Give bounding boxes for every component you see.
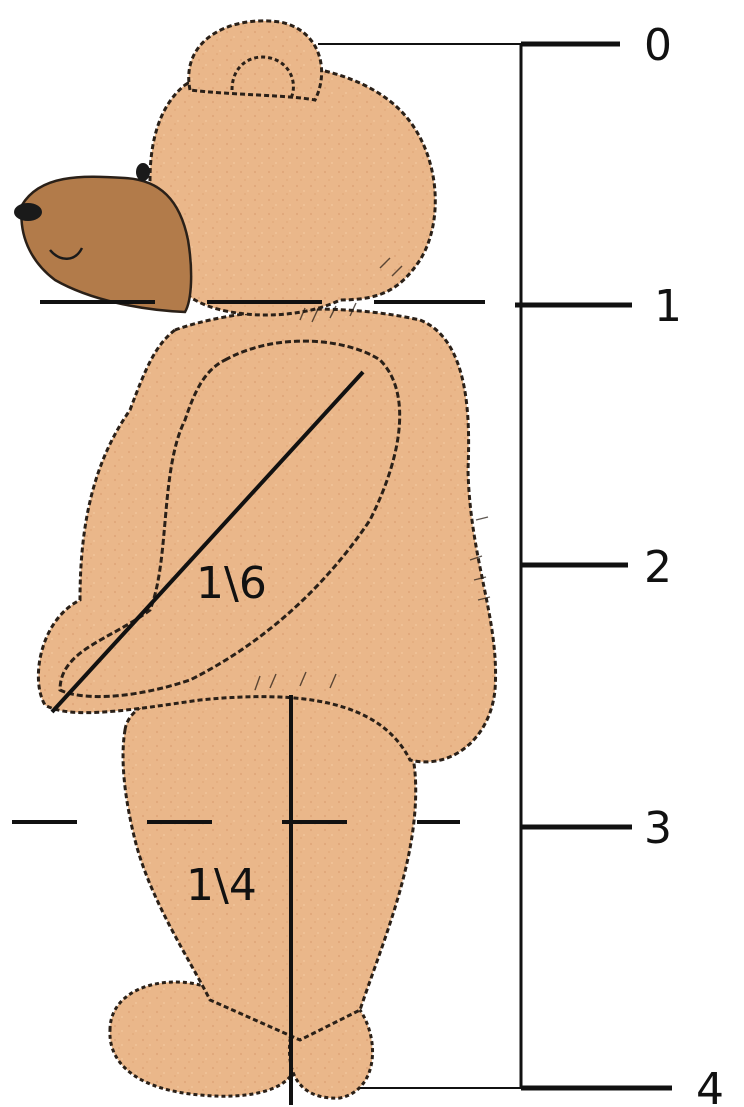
- scale-label-1: 1: [654, 281, 682, 332]
- nose: [14, 203, 42, 221]
- ear: [189, 21, 322, 100]
- scale-label-2: 2: [644, 542, 672, 593]
- leg-ratio-label: 1\4: [186, 860, 257, 911]
- scale-label-4: 4: [696, 1064, 724, 1107]
- arm-ratio-label: 1\6: [196, 558, 267, 609]
- scale-labels: 0 1 2 3 4: [644, 20, 724, 1107]
- head: [150, 64, 435, 315]
- muzzle: [21, 177, 191, 312]
- eye: [136, 163, 150, 181]
- scale-label-3: 3: [644, 803, 672, 854]
- scale-label-0: 0: [644, 20, 672, 71]
